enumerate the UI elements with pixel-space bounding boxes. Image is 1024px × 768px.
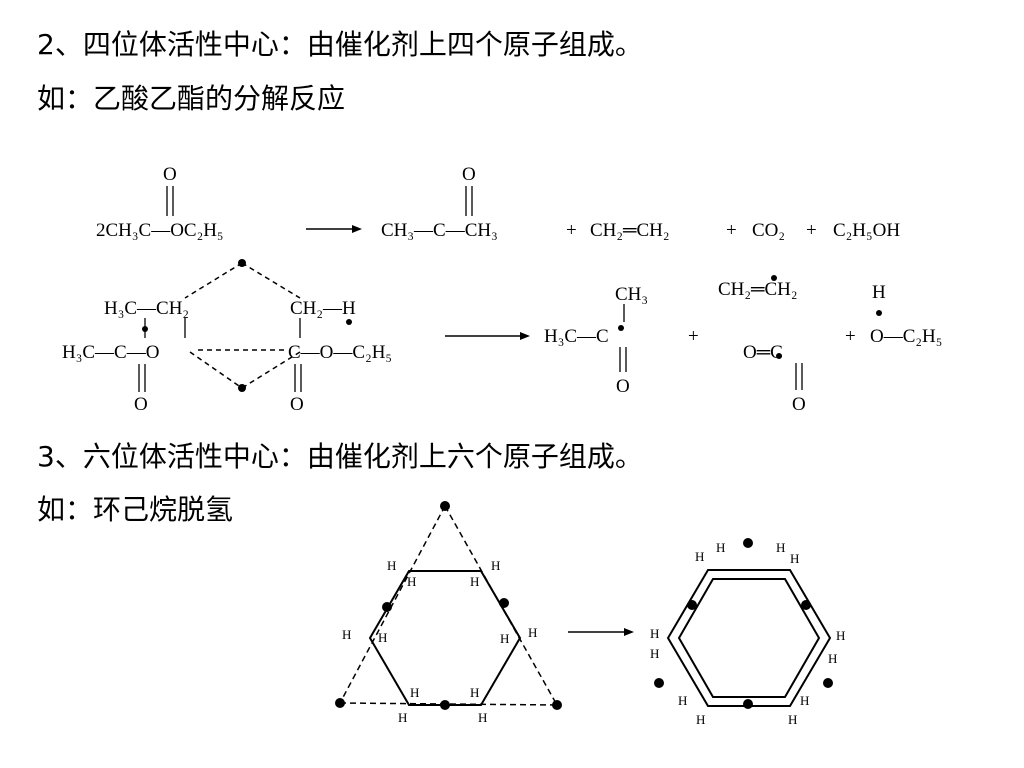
heading-3: 3、六位体活性中心：由催化剂上六个原子组成。: [37, 440, 643, 473]
product-co2: CO₂: [752, 220, 785, 241]
h-atom: H: [695, 549, 704, 564]
mech-h3c-c-o: H₃C—C—O: [62, 342, 159, 363]
catalyst-atom: [440, 501, 450, 511]
mech-h3c-c: H₃C—C: [544, 326, 609, 347]
h-atom: H: [407, 574, 416, 589]
h-atom: H: [470, 574, 479, 589]
mech-ethylene: CH₂═CH₂: [718, 279, 798, 300]
h-atom: H: [650, 626, 659, 641]
plus-sign: +: [726, 220, 737, 241]
benzene-product: H H H H H H H H H H H H: [650, 538, 845, 727]
product-ethanol: C₂H₅OH: [833, 220, 900, 241]
h-atom: H: [836, 628, 845, 643]
catalyst-atom: [687, 600, 697, 610]
example-3: 如：环己烷脱氢: [37, 493, 234, 526]
catalyst-atom: [823, 678, 833, 688]
plus-sign: +: [688, 326, 699, 347]
h-atom: H: [716, 540, 725, 555]
product-ethylene: CH₂═CH₂: [590, 220, 670, 241]
mech-o-c2h5: O—C₂H₅: [870, 326, 942, 347]
overall-equation: 2CH₃C—OC₂H₅ O CH₃—C—CH₃ O + CH₂═CH₂ + CO…: [96, 164, 900, 241]
mech-ch3: CH₃: [615, 284, 648, 305]
mech-o-right: O: [290, 394, 304, 415]
plus-sign: +: [806, 220, 817, 241]
active-site-atom: [238, 384, 246, 392]
mech-o-c-bottom: O: [792, 394, 806, 415]
h-atom: H: [800, 693, 809, 708]
h-atom: H: [828, 651, 837, 666]
example-2: 如：乙酸乙酯的分解反应: [37, 82, 346, 115]
plus-sign: +: [845, 326, 856, 347]
h-atom: H: [478, 710, 487, 725]
h-atom: H: [500, 631, 509, 646]
h-atom: H: [788, 712, 797, 727]
mech-h3c-ch2: H₃C—CH₂: [104, 298, 189, 319]
mech-ch2-h: CH₂—H: [290, 298, 356, 319]
catalyst-atom: [654, 678, 664, 688]
h-atom: H: [491, 558, 500, 573]
catalyst-atom: [743, 538, 753, 548]
h-atom: H: [790, 551, 799, 566]
h-atom: H: [410, 685, 419, 700]
h-atom: H: [342, 627, 351, 642]
cyclohexane-ring: [368, 570, 522, 706]
product-acetone: CH₃—C—CH₃: [381, 220, 498, 241]
benzene-ring: [677, 578, 821, 698]
h-atom: H: [696, 712, 705, 727]
h-atom: H: [387, 558, 396, 573]
plus-sign: +: [566, 220, 577, 241]
catalyst-atom: [743, 699, 753, 709]
mechanism-diagram: H₃C—CH₂ CH₂—H H₃C—C—O C—O—C₂H₅ O O CH₃ H…: [62, 259, 942, 415]
h-atom: H: [650, 646, 659, 661]
mech-o-bottom: O: [616, 376, 630, 397]
h-atom: H: [470, 685, 479, 700]
h-atom: H: [678, 693, 687, 708]
h-atom: H: [378, 630, 387, 645]
mech-o-left: O: [134, 394, 148, 415]
catalyst-atom: [552, 700, 562, 710]
h-atom: H: [398, 710, 407, 725]
mech-o-c: O═C: [743, 342, 783, 363]
heading-2: 2、四位体活性中心：由催化剂上四个原子组成。: [37, 28, 643, 61]
mech-h-top: H: [872, 282, 886, 303]
mech-c-o-c2h5: C—O—C₂H₅: [288, 342, 392, 363]
active-site-atom: [238, 259, 246, 267]
cyclohexane-adsorbed: H H H H H H H H H H H H: [335, 501, 562, 725]
reactant-carbonyl-o: O: [163, 164, 177, 185]
catalyst-atom: [335, 698, 345, 708]
h-atom: H: [776, 540, 785, 555]
h-atom: H: [528, 625, 537, 640]
reactant-ethyl-acetate: 2CH₃C—OC₂H₅: [96, 220, 224, 241]
catalyst-atom: [801, 600, 811, 610]
acetone-carbonyl-o: O: [462, 164, 476, 185]
